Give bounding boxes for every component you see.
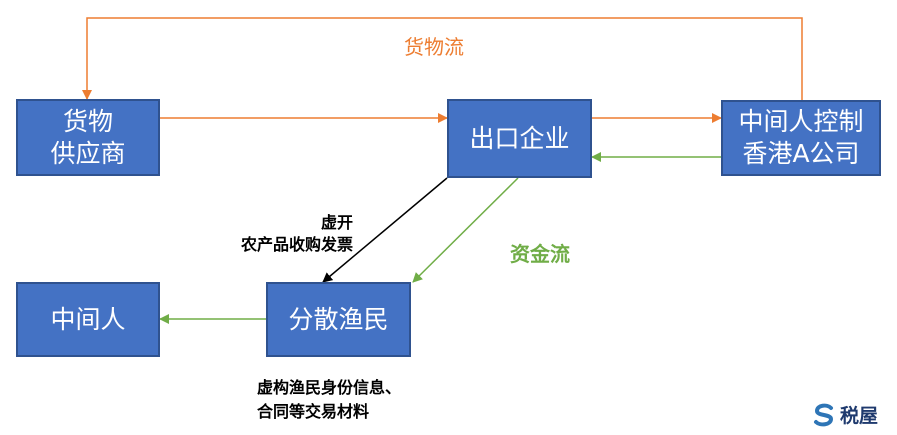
fabrication-note: 虚构渔民身份信息、 合同等交易材料 (257, 376, 401, 424)
supplier-label-line1: 货物 (62, 106, 113, 136)
money-flow-label: 资金流 (510, 242, 570, 266)
exporter-node: 出口企业 (447, 99, 592, 178)
invoice-label-line1: 虚开 (320, 213, 353, 232)
hk-company-node: 中间人控制 香港A公司 (721, 100, 881, 176)
fishermen-label: 分散渔民 (288, 304, 389, 334)
invoice-label-line2: 农产品收购发票 (240, 235, 353, 254)
hk-company-label-line1: 中间人控制 (738, 107, 864, 136)
shuiwu-logo: 税屋 (812, 401, 878, 428)
supplier-node: 货物 供应商 (16, 99, 160, 176)
middleman-label: 中间人 (50, 304, 126, 334)
fabrication-note-line2: 合同等交易材料 (257, 402, 370, 421)
goods-flow-label: 货物流 (404, 35, 464, 59)
goods-flow-loop-arrow (82, 17, 803, 100)
middleman-node: 中间人 (16, 282, 160, 357)
exporter-label: 出口企业 (469, 123, 570, 153)
fabrication-note-line1: 虚构渔民身份信息、 (257, 378, 402, 397)
hk-company-label-line2: 香港A公司 (742, 139, 860, 168)
invoice-arrow-exporter-to-fishermen (322, 177, 448, 283)
fishermen-node: 分散渔民 (266, 282, 411, 357)
money-arrow-exporter-to-fishermen (412, 177, 519, 283)
supplier-label-line2: 供应商 (50, 138, 126, 168)
invoice-label: 虚开 农产品收购发票 (241, 212, 353, 256)
logo-s-icon (814, 403, 834, 426)
logo-text: 税屋 (840, 405, 879, 427)
